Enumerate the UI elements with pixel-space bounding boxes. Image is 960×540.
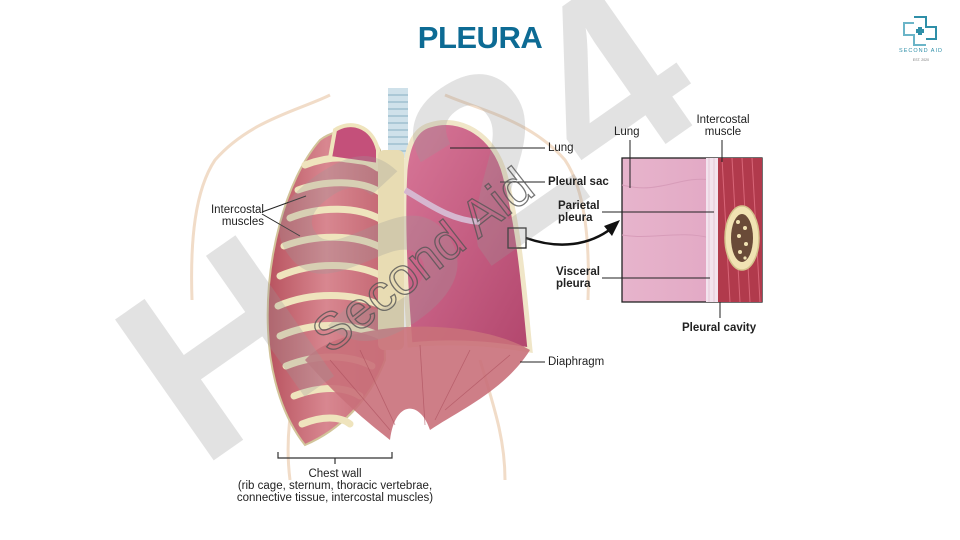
label-visceral-line-2: pleura (556, 278, 591, 290)
trachea (388, 88, 408, 158)
zoom-arrow (525, 227, 613, 246)
label-inset-intercostal-line-1: Intercostal (696, 114, 750, 126)
logo-name: SECOND AID (899, 48, 943, 54)
label-inset-lung: Lung (614, 126, 640, 138)
label-parietal-line-1: Parietal (558, 200, 600, 212)
inset-magnification (621, 157, 763, 303)
label-chest-wall-title: Chest wall (308, 468, 362, 480)
label-visceral-pleura: Visceral pleura (556, 266, 600, 290)
label-chest-wall: Chest wall (rib cage, sternum, thoracic … (210, 468, 460, 504)
medical-cross-icon (903, 16, 937, 46)
label-chest-wall-detail-2: connective tissue, intercostal muscles) (236, 492, 434, 504)
label-inset-intercostal-muscle: Intercostal muscle (690, 114, 756, 138)
label-chest-wall-detail-1: (rib cage, sternum, thoracic vertebrae, (237, 480, 433, 492)
diaphragm-fibers (329, 344, 511, 431)
lung-right (401, 119, 533, 354)
diaphragm-muscle (305, 326, 530, 440)
label-parietal-pleura: Parietal pleura (558, 200, 600, 224)
page-title: PLEURA (417, 20, 543, 55)
label-pleural-sac: Pleural sac (548, 176, 609, 188)
label-parietal-line-2: pleura (558, 212, 593, 224)
label-intercostal-line-1: Intercostal (210, 204, 264, 216)
leader-lines (261, 140, 723, 363)
second-aid-logo: SECOND AID EST. 2020 (893, 14, 949, 66)
label-inset-intercostal-line-2: muscle (704, 126, 742, 138)
bronchus (403, 187, 481, 225)
lung-left-apex (327, 123, 380, 168)
label-lung: Lung (548, 142, 574, 154)
label-pleural-cavity: Pleural cavity (682, 322, 757, 334)
chest-wall-brace (277, 452, 393, 464)
label-intercostal-line-2: muscles (221, 216, 264, 228)
logo-tagline: EST. 2020 (912, 58, 930, 62)
label-diaphragm: Diaphragm (548, 356, 605, 368)
label-intercostal-muscles: Intercostal muscles (204, 204, 264, 228)
zoom-arrow-head (604, 220, 620, 236)
sternum (378, 150, 404, 350)
label-visceral-line-1: Visceral (556, 266, 600, 278)
